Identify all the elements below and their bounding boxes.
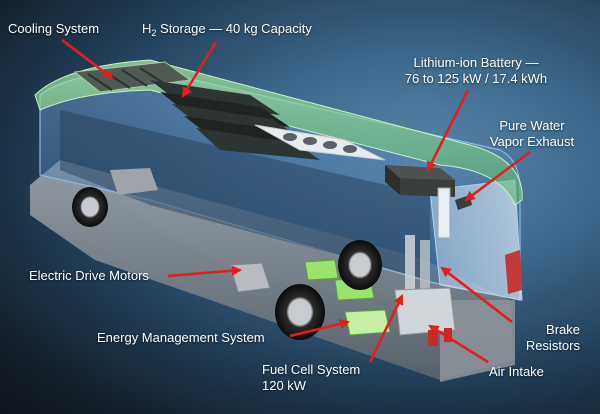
arrow-energy-mgmt [289, 318, 351, 338]
energy-mgmt-box-c [344, 309, 391, 336]
arrow-fuel-cell [368, 294, 404, 363]
label-exhaust: Pure Water Vapor Exhaust [478, 118, 586, 150]
front-wheel-near [275, 284, 325, 340]
brake-resistor-c [505, 250, 522, 294]
drive-motor-rear [110, 168, 158, 195]
rear-pipe-b [420, 240, 430, 295]
label-air-intake: Air Intake [489, 364, 544, 379]
rear-floor-block [440, 300, 515, 382]
front-wheel-far [72, 187, 108, 227]
brake-resistor-b [444, 328, 452, 342]
label-h2-storage: H2 Storage — 40 kg Capacity [142, 21, 312, 41]
arrow-air-intake [428, 324, 489, 364]
label-lithium-battery-line2: 76 to 125 kW / 17.4 kWh [404, 71, 548, 86]
label-lithium-battery-line1: Lithium-ion Battery — [413, 55, 539, 70]
arrow-lithium-battery [426, 89, 470, 172]
label-fuel-cell-line1: Fuel Cell System [262, 362, 361, 377]
label-electric-drive-motors: Electric Drive Motors [29, 268, 149, 283]
label-brake-resistors: Brake Resistors [500, 322, 580, 354]
arrow-h2-storage [181, 41, 218, 98]
roof-module [254, 124, 386, 161]
rear-wheel [338, 240, 382, 290]
h2-suffix: Storage — 40 kg Capacity [156, 21, 312, 36]
label-fuel-cell-line2: 120 kW [262, 378, 307, 393]
fuel-cell-module [394, 287, 456, 336]
h2-prefix: H [142, 21, 152, 36]
lithium-battery-box [385, 165, 455, 197]
label-cooling-system: Cooling System [8, 21, 100, 36]
callout-arrows [61, 38, 531, 364]
brake-resistor-a [428, 330, 438, 346]
arrow-exhaust [464, 150, 531, 202]
arrow-drive-motors [167, 265, 243, 278]
exhaust-stack [437, 187, 451, 239]
side-wall [60, 110, 430, 280]
rear-pipe-a [405, 235, 415, 295]
label-fuel-cell: Fuel Cell System 120 kW [262, 362, 360, 394]
label-brake-resistors-line1: Brake [546, 322, 580, 337]
arrow-brake-resistors [440, 266, 513, 324]
label-lithium-battery: Lithium-ion Battery — 76 to 125 kW / 17.… [390, 55, 562, 87]
label-energy-management: Energy Management System [97, 330, 265, 345]
label-exhaust-line2: Vapor Exhaust [489, 134, 575, 149]
label-exhaust-line1: Pure Water [499, 118, 565, 133]
arrow-cooling-system [61, 38, 114, 80]
label-brake-resistors-line2: Resistors [525, 338, 580, 353]
energy-mgmt-box-a [304, 259, 339, 281]
chassis-floor [30, 160, 515, 380]
h2-subscript: 2 [151, 28, 157, 38]
